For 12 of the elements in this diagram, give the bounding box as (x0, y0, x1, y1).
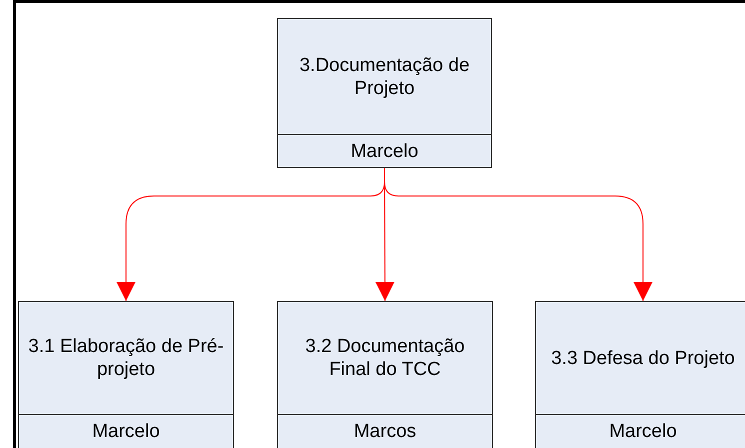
task-title: 3.1 Elaboração de Pré-projeto (27, 335, 225, 381)
owner-name: Marcelo (609, 421, 677, 442)
owner-name: Marcelo (92, 421, 160, 442)
task-title: 3.3 Defesa do Projeto (551, 346, 735, 370)
task-box (277, 18, 492, 168)
owner-name: Marcos (354, 421, 416, 442)
owner-name: Marcelo (350, 141, 418, 162)
task-title: 3.2 Documentação Final do TCC (304, 335, 466, 381)
task-box (18, 301, 234, 448)
task-title: 3.Documentação de Projeto (298, 54, 471, 100)
task-box (277, 301, 493, 448)
task-box (535, 301, 745, 448)
